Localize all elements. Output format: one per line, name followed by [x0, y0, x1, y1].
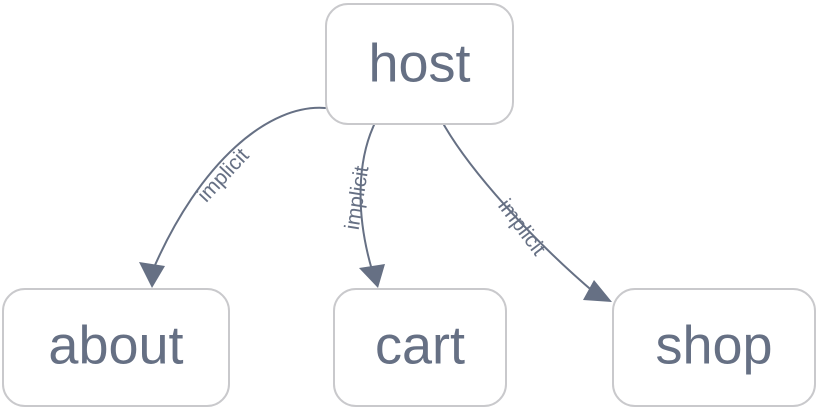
node-shop[interactable]: shop: [612, 288, 816, 407]
edge-host-about-arrowhead: [139, 262, 165, 288]
node-host[interactable]: host: [325, 3, 514, 125]
edge-host-cart[interactable]: implicit: [341, 124, 385, 288]
node-host-label: host: [368, 33, 470, 93]
node-cart-shape: [333, 288, 507, 407]
node-about-shape: [2, 288, 230, 407]
edge-host-about-path: [151, 106, 326, 273]
edge-host-cart-path: [359, 124, 375, 271]
edge-host-about-label: implicit: [193, 144, 254, 207]
edge-host-cart-label: implicit: [341, 164, 374, 231]
node-about[interactable]: about: [2, 288, 230, 407]
edge-host-shop-label: implicit: [493, 195, 550, 260]
node-about-label: about: [48, 315, 183, 375]
edge-group: implicit implicit implicit: [139, 106, 612, 302]
edge-host-shop-arrowhead: [583, 280, 612, 302]
node-cart[interactable]: cart: [333, 288, 507, 407]
node-shop-shape: [612, 288, 816, 407]
node-cart-label: cart: [375, 315, 465, 375]
node-shop-label: shop: [655, 315, 772, 375]
edge-host-shop[interactable]: implicit: [443, 124, 612, 302]
edge-host-cart-arrowhead: [359, 264, 385, 288]
node-group: host about cart shop: [2, 3, 816, 407]
edge-host-shop-path: [443, 124, 597, 295]
node-host-shape: [325, 3, 514, 125]
edge-host-about[interactable]: implicit: [139, 106, 326, 288]
